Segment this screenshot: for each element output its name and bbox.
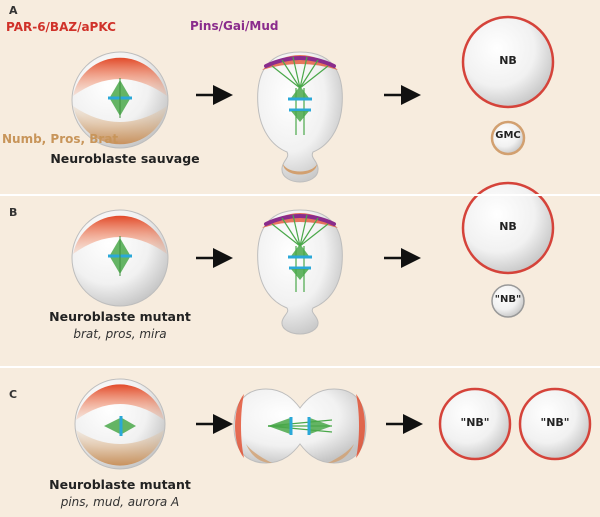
mitotic-spindle	[108, 236, 132, 276]
panel-c-cell-title: Neuroblaste mutant	[49, 477, 191, 492]
panel-a-daughter-nb-label: NB	[499, 54, 517, 67]
panel-c-daughter-left-label: "NB"	[460, 416, 490, 429]
panel-divider	[0, 194, 600, 196]
panel-a-cell-title: Neuroblaste sauvage	[50, 151, 200, 166]
panel-c-daughter-right	[518, 387, 592, 461]
panel-a-daughter-nb	[461, 15, 555, 109]
spindle-crescent	[264, 56, 336, 68]
panel-letter-c: C	[9, 388, 18, 401]
mitotic-spindle	[104, 416, 136, 436]
panel-b-dividing-cell	[257, 209, 343, 335]
apical-crescent	[73, 215, 167, 254]
panel-a-neuroblast	[71, 51, 169, 149]
apical-crescent	[73, 57, 167, 96]
polarity-complex-label: PAR-6/BAZ/aPKC	[6, 20, 116, 34]
panel-b-daughter-nb-label: NB	[499, 220, 517, 233]
panel-c-daughter-left	[438, 387, 512, 461]
panel-b-neuroblast	[71, 209, 169, 307]
panel-b-daughter-nb	[461, 181, 555, 275]
panel-b-daughter-small-nb-label: "NB"	[494, 294, 522, 305]
panel-a-dividing-cell	[257, 51, 343, 183]
panel-c-dividing-cell	[233, 388, 367, 464]
panel-b-cell-title: Neuroblaste mutant	[49, 309, 191, 324]
panel-a-daughter-gmc	[490, 120, 526, 156]
basal-determinants-label: Numb, Pros, Brat	[2, 132, 119, 146]
basal-crescent	[76, 430, 164, 466]
panel-letter-a: A	[9, 4, 18, 17]
panel-b-daughter-small-nb	[491, 284, 525, 318]
panel-b-gene-list: brat, pros, mira	[73, 327, 167, 341]
panel-c-gene-list: pins, mud, aurora A	[60, 495, 180, 509]
apical-crescent	[76, 384, 164, 420]
panel-c-neuroblast	[74, 378, 166, 470]
panel-a-daughter-gmc-label: GMC	[495, 130, 521, 141]
panel-letter-b: B	[9, 206, 18, 219]
panel-divider	[0, 366, 600, 368]
panel-c-daughter-right-label: "NB"	[540, 416, 570, 429]
spindle-crescent	[264, 214, 336, 226]
mitotic-spindle	[108, 78, 132, 118]
spindle-orientation-label: Pins/Gai/Mud	[190, 19, 279, 33]
basal-crescent	[73, 106, 167, 145]
